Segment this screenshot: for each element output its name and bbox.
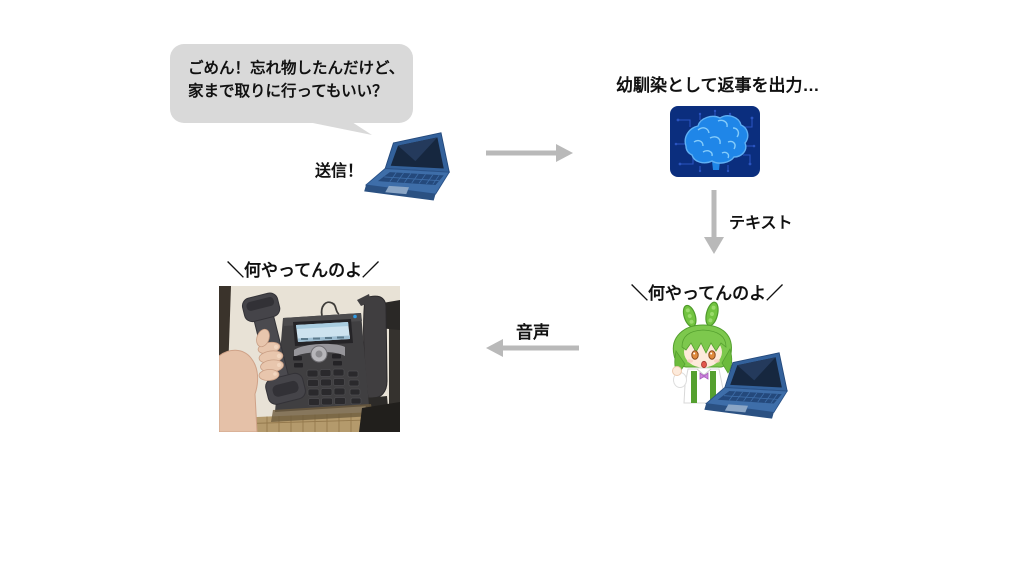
speech-bubble-line1: ごめん！忘れ物したんだけど、 <box>188 60 405 77</box>
brain-caption: 幼馴染として返事を出力… <box>616 76 820 95</box>
zundamon-character-icon <box>672 301 733 404</box>
text-arrow-label: テキスト <box>729 215 793 232</box>
ai-brain-icon <box>670 106 760 177</box>
arrow-right-icon <box>486 144 573 162</box>
character-laptop-icon <box>704 352 788 419</box>
character-shout-label: ＼何やってんのよ／ <box>631 284 784 303</box>
speech-bubble-tail <box>302 121 372 135</box>
phone-shout-label: ＼何やってんのよ／ <box>227 261 380 280</box>
hand-holding-desk-phone-photo <box>219 286 400 432</box>
send-label: 送信！ <box>315 163 364 180</box>
speech-bubble: ごめん！忘れ物したんだけど、 家まで取りに行ってもいい？ <box>170 44 413 123</box>
laptop-icon <box>364 132 451 201</box>
speech-bubble-line2: 家まで取りに行ってもいい？ <box>188 83 388 100</box>
arrow-down-icon <box>704 190 724 254</box>
arrow-left-icon <box>486 339 579 357</box>
voice-arrow-label: 音声 <box>516 323 550 342</box>
